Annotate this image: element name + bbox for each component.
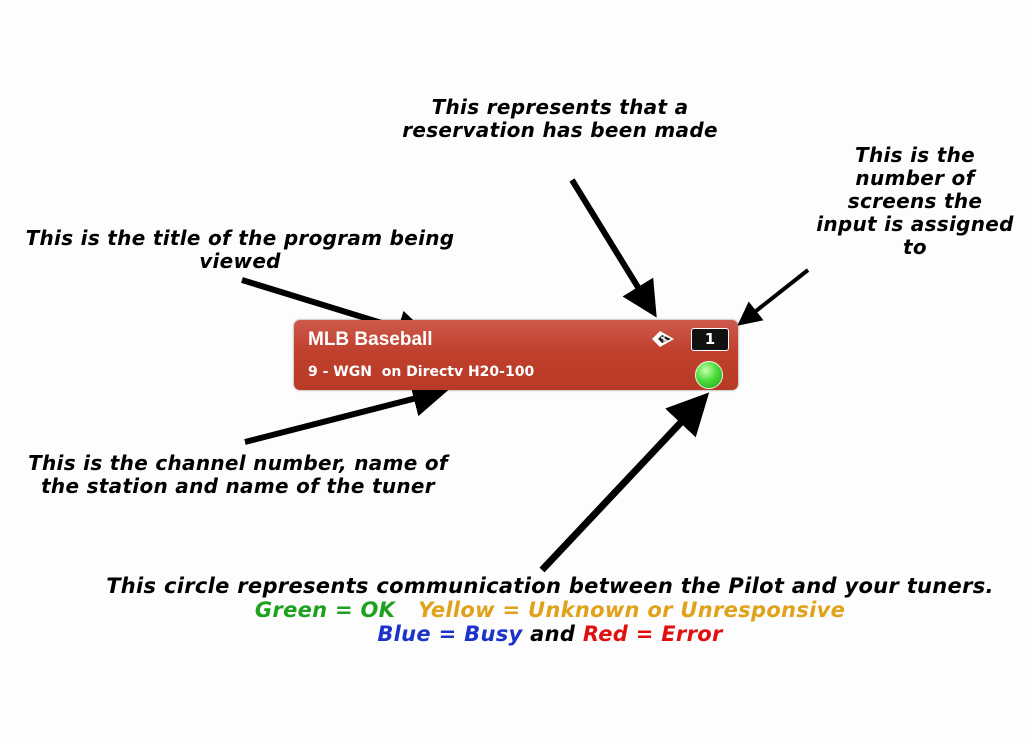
blue-equals: = xyxy=(438,622,457,646)
reservation-callout: This represents that a reservation has b… xyxy=(402,95,718,142)
screens-arrow xyxy=(737,268,810,326)
busy-status-label: Busy xyxy=(464,622,523,646)
error-status-label: Error xyxy=(661,622,723,646)
program-title: MLB Baseball xyxy=(308,329,433,350)
red-equals: = xyxy=(635,622,654,646)
blue-status-label: Blue xyxy=(377,622,431,646)
tuner-card[interactable]: MLB Baseball 9 - WGN on Directv H20-100 … xyxy=(294,320,738,390)
channel-arrow xyxy=(244,381,449,445)
status-indicator-icon xyxy=(695,361,723,389)
status-arrow xyxy=(539,392,710,573)
screens-callout: This is the number of screens the input … xyxy=(816,143,1014,259)
green-status-label: Green = OK xyxy=(254,598,396,622)
screen-count-badge: 1 xyxy=(691,328,729,351)
reservation-arrow xyxy=(569,178,657,318)
yellow-status-label: Yellow = Unknown or Unresponsive xyxy=(418,598,846,622)
channel-line: 9 - WGN on Directv H20-100 xyxy=(308,364,535,380)
title-callout: This is the title of the program being v… xyxy=(25,226,455,273)
red-status-label: Red xyxy=(582,622,629,646)
status-intro-text: This circle represents communication bet… xyxy=(106,574,994,598)
status-legend-callout: This circle represents communication bet… xyxy=(80,574,1020,646)
and-text: and xyxy=(530,622,576,646)
channel-callout: This is the channel number, name of the … xyxy=(28,451,448,498)
reservation-icon xyxy=(652,331,674,347)
